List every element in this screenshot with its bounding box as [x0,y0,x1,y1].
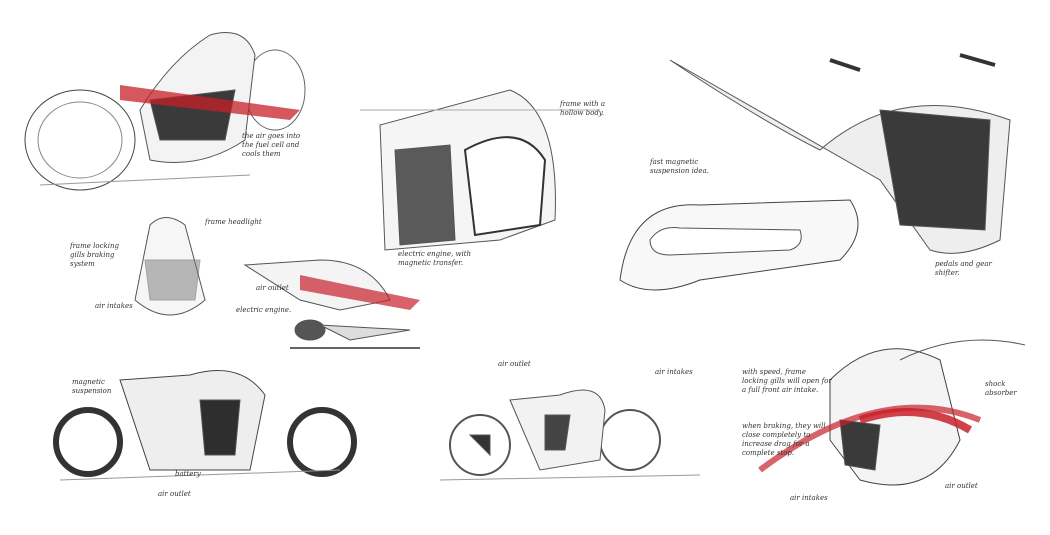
sketch-bike-top-left [24,32,306,191]
annotation-battery: battery [175,470,201,478]
sketch-swingarm [619,53,1011,291]
annotation-air-outlet-bottom: air outlet [158,490,191,498]
sketch-hollow-frame [360,89,600,251]
annotation-air-cooling: the air goes into the fuel cell and cool… [242,132,301,158]
annotation-air-outlet-right: air outlet [945,482,978,490]
annotation-air-intakes-front: air intakes [95,302,133,310]
sketch-front-view [134,217,206,316]
annotation-speed-gills: with speed, frame locking gills will ope… [742,368,832,394]
sketch-bike-bottom-left [53,370,357,481]
annotation-headlight: frame headlight [205,218,262,226]
annotation-air-outlet-small: air outlet [256,284,289,292]
annotation-electric-engine-magnetic: electric engine, with magnetic transfer. [398,250,472,267]
annotation-pedals: pedals and gear shifter. [935,260,992,277]
annotation-air-outlet-mid: air outlet [498,360,531,368]
sketch-bike-bottom-middle [439,389,701,481]
annotation-electric-engine: electric engine. [236,306,292,314]
annotation-braking-gills: when braking, they will close completely… [742,422,826,457]
annotation-air-intakes-mid: air intakes [655,368,693,376]
annotation-magnetic-suspension-idea: fast magnetic suspension idea. [650,158,709,175]
annotation-shock-absorber: shock absorber [985,380,1017,397]
annotation-locking-gills: frame locking gills braking system [70,242,119,268]
sketch-air-gills [758,339,1026,486]
sketch-electric-engine [243,259,420,349]
annotation-hollow-frame: frame with a hollow body. [560,100,606,117]
annotation-magnetic-suspension: magnetic suspension [72,378,112,395]
annotation-air-intakes-right: air intakes [790,494,828,502]
